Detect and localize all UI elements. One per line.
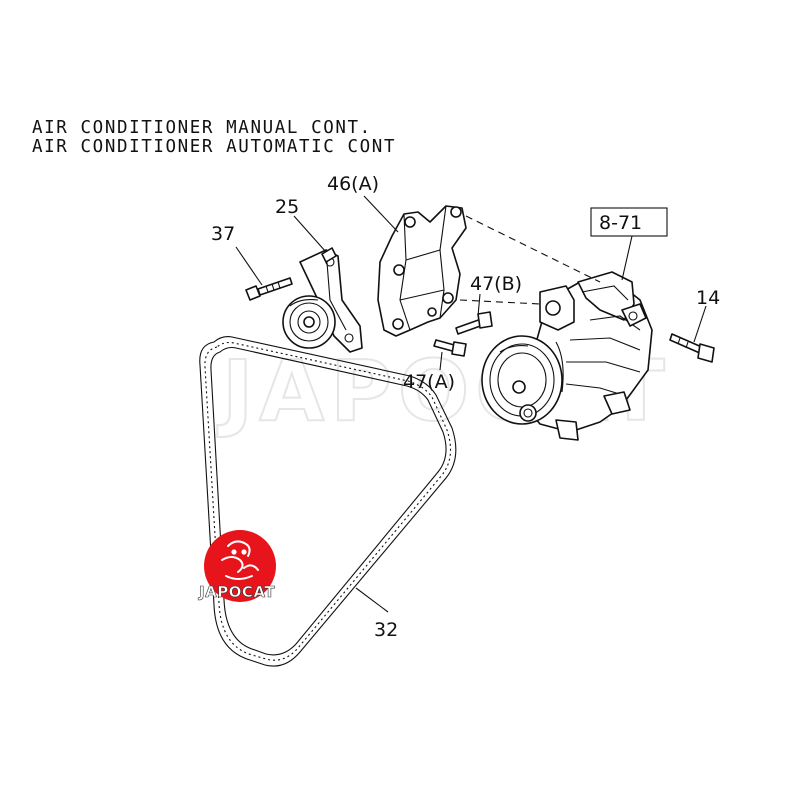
diagram-title-line-1: AIR CONDITIONER MANUAL CONT.	[32, 118, 372, 138]
japocat-logo: JAPOCAT	[198, 530, 276, 602]
logo-text: JAPOCAT	[198, 583, 275, 601]
callout-37: 37	[211, 223, 235, 245]
cat-logo-icon	[221, 540, 259, 580]
callout-47a: 47(A)	[403, 371, 455, 393]
callout-47b: 47(B)	[470, 273, 522, 295]
callout-25: 25	[275, 196, 299, 218]
compressor-mounting-bracket	[377, 205, 467, 337]
drive-belt	[199, 336, 457, 667]
bolt-14	[669, 333, 715, 363]
bolt-47b	[455, 311, 493, 335]
callout-32: 32	[374, 619, 398, 641]
bolt-47a	[433, 339, 467, 357]
diagram-title-line-2: AIR CONDITIONER AUTOMATIC CONT	[32, 137, 397, 157]
callout-46a: 46(A)	[327, 173, 379, 195]
callout-8-71: 8-71	[599, 212, 642, 234]
callout-14: 14	[696, 287, 720, 309]
logo-circle	[204, 530, 276, 602]
reference-box	[590, 207, 668, 237]
bolt-37	[245, 277, 293, 301]
ac-compressor	[481, 271, 653, 441]
leader-lines	[235, 195, 707, 613]
idler-pulley-assembly	[282, 247, 363, 353]
